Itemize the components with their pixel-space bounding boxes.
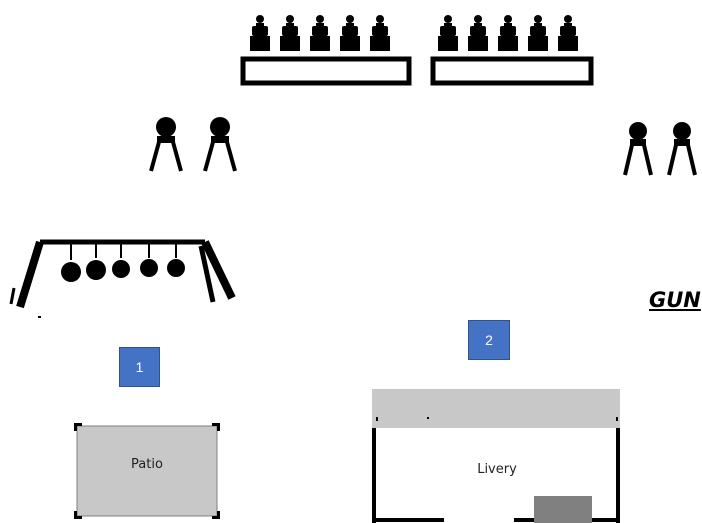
marker-number: 1 bbox=[135, 359, 144, 375]
bench-left bbox=[240, 56, 412, 86]
seated-people-icon bbox=[438, 15, 578, 51]
seated-people-icon bbox=[250, 15, 390, 51]
marker-number: 2 bbox=[485, 332, 493, 348]
livery-outline bbox=[372, 389, 620, 523]
livery-building[interactable]: Livery bbox=[370, 389, 624, 523]
livery-label: Livery bbox=[477, 462, 517, 477]
livery-door bbox=[534, 496, 592, 523]
patio-area[interactable]: Patio bbox=[74, 423, 220, 519]
person-icon bbox=[149, 117, 183, 172]
patio-outline bbox=[74, 423, 220, 519]
figures-left bbox=[149, 117, 237, 172]
figures-right bbox=[623, 122, 697, 176]
section-heading: GUN bbox=[649, 288, 701, 312]
seating-group-right bbox=[430, 15, 594, 86]
seating-group-left bbox=[240, 15, 412, 86]
marker-badge-1[interactable]: 1 bbox=[119, 347, 160, 387]
patio-label: Patio bbox=[131, 457, 163, 472]
bench-right bbox=[430, 56, 594, 86]
person-icon bbox=[203, 117, 237, 172]
person-icon bbox=[623, 122, 653, 176]
person-icon bbox=[667, 122, 697, 176]
marker-badge-2[interactable]: 2 bbox=[468, 320, 510, 360]
swing-set-icon bbox=[9, 239, 236, 318]
